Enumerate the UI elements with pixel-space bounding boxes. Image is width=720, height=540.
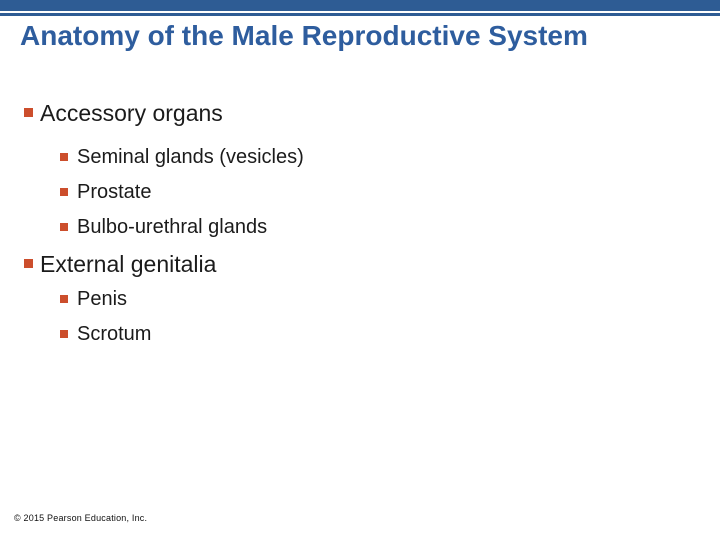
- bullet-square-icon: [60, 223, 68, 231]
- bullet-square-icon: [60, 153, 68, 161]
- list-item-label: Accessory organs: [40, 100, 223, 126]
- top-accent-rule: [0, 13, 720, 16]
- list-item-label: Bulbo-urethral glands: [77, 216, 268, 238]
- list-item-label: Seminal glands (vesicles): [77, 146, 304, 168]
- list-item-scrotum: Scrotum: [60, 323, 151, 346]
- list-item-seminal-glands: Seminal glands (vesicles): [60, 146, 304, 169]
- bullet-square-icon: [24, 108, 33, 117]
- list-item-penis: Penis: [60, 288, 127, 311]
- list-item-label: Scrotum: [77, 323, 152, 345]
- bullet-square-icon: [60, 330, 68, 338]
- bullet-square-icon: [60, 295, 68, 303]
- list-item-label: Penis: [77, 288, 128, 310]
- list-item-accessory-organs: Accessory organs: [24, 100, 223, 126]
- slide-title: Anatomy of the Male Reproductive System: [20, 20, 588, 51]
- footer-copyright: © 2015 Pearson Education, Inc.: [14, 513, 148, 523]
- bullet-square-icon: [60, 188, 68, 196]
- list-item-prostate: Prostate: [60, 181, 151, 204]
- list-item-bulbo-urethral-glands: Bulbo-urethral glands: [60, 216, 267, 239]
- bullet-square-icon: [24, 259, 33, 268]
- list-item-label: Prostate: [77, 181, 152, 203]
- list-item-external-genitalia: External genitalia: [24, 251, 216, 277]
- list-item-label: External genitalia: [40, 251, 217, 277]
- top-accent-bar: [0, 0, 720, 11]
